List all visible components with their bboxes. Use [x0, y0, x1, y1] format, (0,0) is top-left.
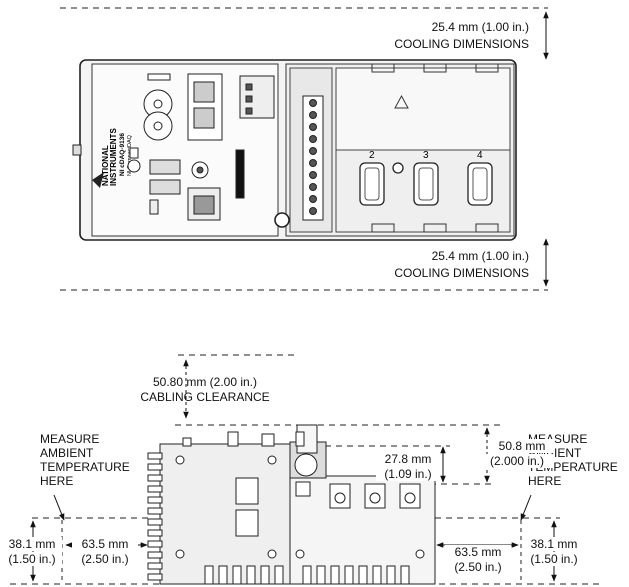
brand-name-line1: NATIONAL: [101, 145, 110, 186]
top-cooling-value: 25.4 mm (1.00 in.): [431, 20, 529, 34]
left-ambient-line-2: AMBIENT: [40, 446, 94, 460]
left-horizontal-in: (2.50 in.): [72, 552, 138, 566]
chassis-side: [147, 424, 436, 585]
bottom-cooling-value: 25.4 mm (1.00 in.): [431, 249, 529, 263]
inner-vertical-in: (1.09 in.): [376, 467, 440, 481]
brand-eagle-icon: [92, 172, 104, 188]
slot-number-4: 4: [477, 150, 483, 161]
cabling-clearance-value: 50.80 mm (2.00 in.): [152, 375, 258, 389]
slot-number-2: 2: [369, 150, 375, 161]
model-name: NI cDAQ-9136: [119, 133, 126, 176]
controller-ports: [127, 73, 290, 228]
side-view: [10, 354, 600, 585]
brand-logo: NATIONAL INSTRUMENTS: [101, 128, 118, 186]
top-cooling-label: COOLING DIMENSIONS: [394, 37, 529, 51]
bottom-cooling-label: COOLING DIMENSIONS: [394, 266, 529, 280]
left-horizontal-mm: 63.5 mm: [72, 537, 138, 551]
left-ambient-pointer: [53, 494, 65, 521]
top-view: 2 3 4 NATIONAL INSTRUMENTS NI cDAQ-9136 …: [60, 7, 549, 291]
top-connectors: [182, 431, 305, 447]
left-vertical-in: (1.50 in.): [2, 552, 62, 566]
heat-sink-fins-bottom: [204, 565, 410, 585]
inner-vertical-mm: 27.8 mm: [376, 452, 440, 466]
brand-name-line2: INSTRUMENTS: [109, 128, 118, 186]
right-ambient-pointer: [520, 494, 532, 521]
slot-number-3: 3: [423, 150, 429, 161]
mounting-screws: [175, 455, 425, 559]
right-ambient-line-4: HERE: [528, 474, 562, 488]
heat-sink-fins-left: [147, 452, 163, 581]
left-vertical-mm: 38.1 mm: [2, 537, 62, 551]
terminal-block: [302, 95, 324, 221]
right-horizontal-in: (2.50 in.): [445, 560, 511, 574]
right-horizontal-mm: 63.5 mm: [445, 545, 511, 559]
outer-vertical-in: (2.000 in.): [480, 454, 554, 468]
right-vertical-mm: 38.1 mm: [522, 537, 586, 551]
left-ambient-label: MEASURE AMBIENT TEMPERATURE HERE: [40, 432, 130, 488]
outer-vertical-mm: 50.8 mm: [490, 439, 554, 453]
chassis-top: 2 3 4 NATIONAL INSTRUMENTS NI cDAQ-9136 …: [72, 59, 517, 241]
right-vertical-in: (1.50 in.): [522, 552, 586, 566]
left-ambient-line-4: HERE: [40, 474, 74, 488]
module-clips: [371, 63, 499, 233]
esd-warning-icon: [394, 94, 409, 109]
dsub-connectors: [359, 162, 493, 206]
left-ambient-line-1: MEASURE: [40, 432, 100, 446]
module-connectors-side: [295, 481, 421, 509]
left-ambient-line-3: TEMPERATURE: [40, 460, 130, 474]
cabling-clearance-label: CABLING CLEARANCE: [140, 390, 270, 404]
